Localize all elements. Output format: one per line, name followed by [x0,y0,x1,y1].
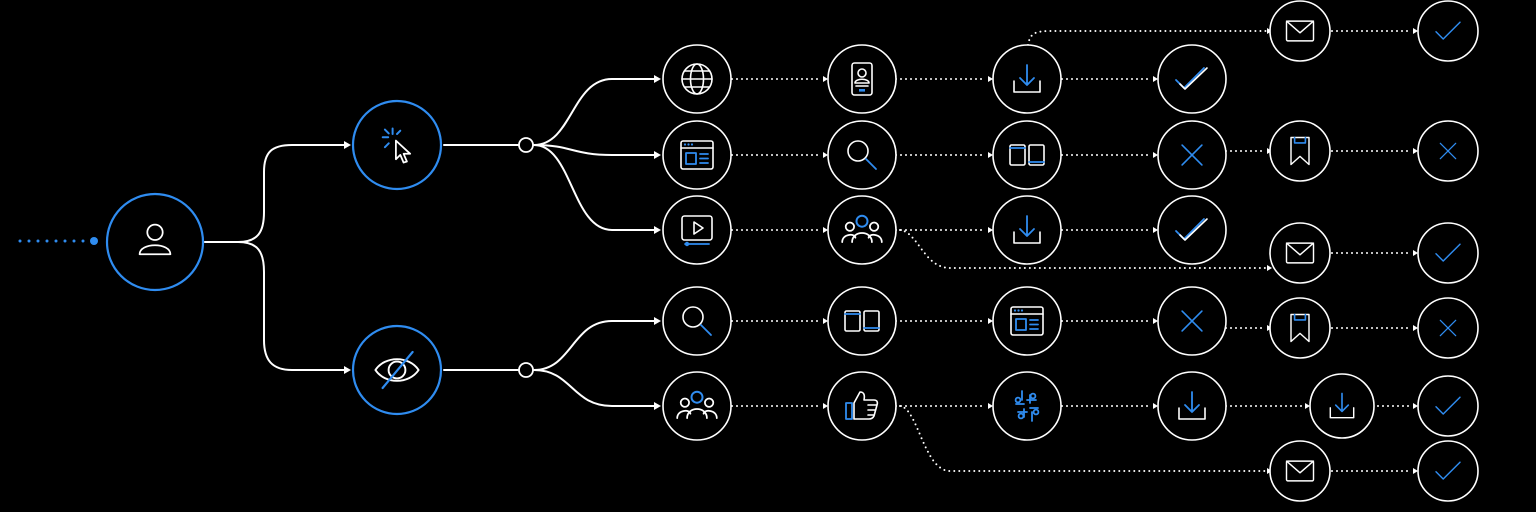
node-b3 [992,120,1062,190]
node-m2 [1417,222,1479,284]
node-e6 [1417,375,1479,437]
node-b2 [827,120,897,190]
node-a4 [1157,44,1227,114]
node-a3 [992,44,1062,114]
node-d3 [992,286,1062,356]
edge-user-click [204,144,345,243]
edge-junction-c [533,144,655,231]
node-e1 [662,371,732,441]
node-a2 [827,44,897,114]
edge-user-hidden [204,241,345,371]
node-a1 [662,44,732,114]
node-d2 [827,286,897,356]
node-d1 [662,286,732,356]
junction-click [518,137,534,153]
node-t1 [1269,0,1331,62]
entry-dot [90,237,98,245]
node-b6 [1417,120,1479,182]
edge-junction-e [533,369,655,407]
node-d4 [1157,286,1227,356]
node-t2 [1417,0,1479,62]
node-e4 [1157,371,1227,441]
node-n2 [1417,440,1479,502]
node-d5 [1269,297,1331,359]
node-e5 [1309,373,1375,439]
node-b1 [662,120,732,190]
node-n1 [1269,440,1331,502]
node-c2 [827,195,897,265]
node-c3 [992,195,1062,265]
node-m1 [1269,222,1331,284]
node-b4 [1157,120,1227,190]
arrow-hidden [344,366,351,374]
node-d6 [1417,297,1479,359]
node-hidden [351,324,443,416]
junction-hidden [518,362,534,378]
edge-junction-d [533,320,655,371]
arrow-click [344,141,351,149]
node-e3 [992,371,1062,441]
node-user [105,192,205,292]
dotted-connectors [731,30,1413,472]
node-click [351,99,443,191]
node-c4 [1157,195,1227,265]
node-b5 [1269,120,1331,182]
edge-junction-a [533,78,655,146]
dotted-arrowheads [823,28,1418,474]
node-e2 [827,371,897,441]
node-c1 [662,195,732,265]
edge-junction-b [533,144,655,156]
